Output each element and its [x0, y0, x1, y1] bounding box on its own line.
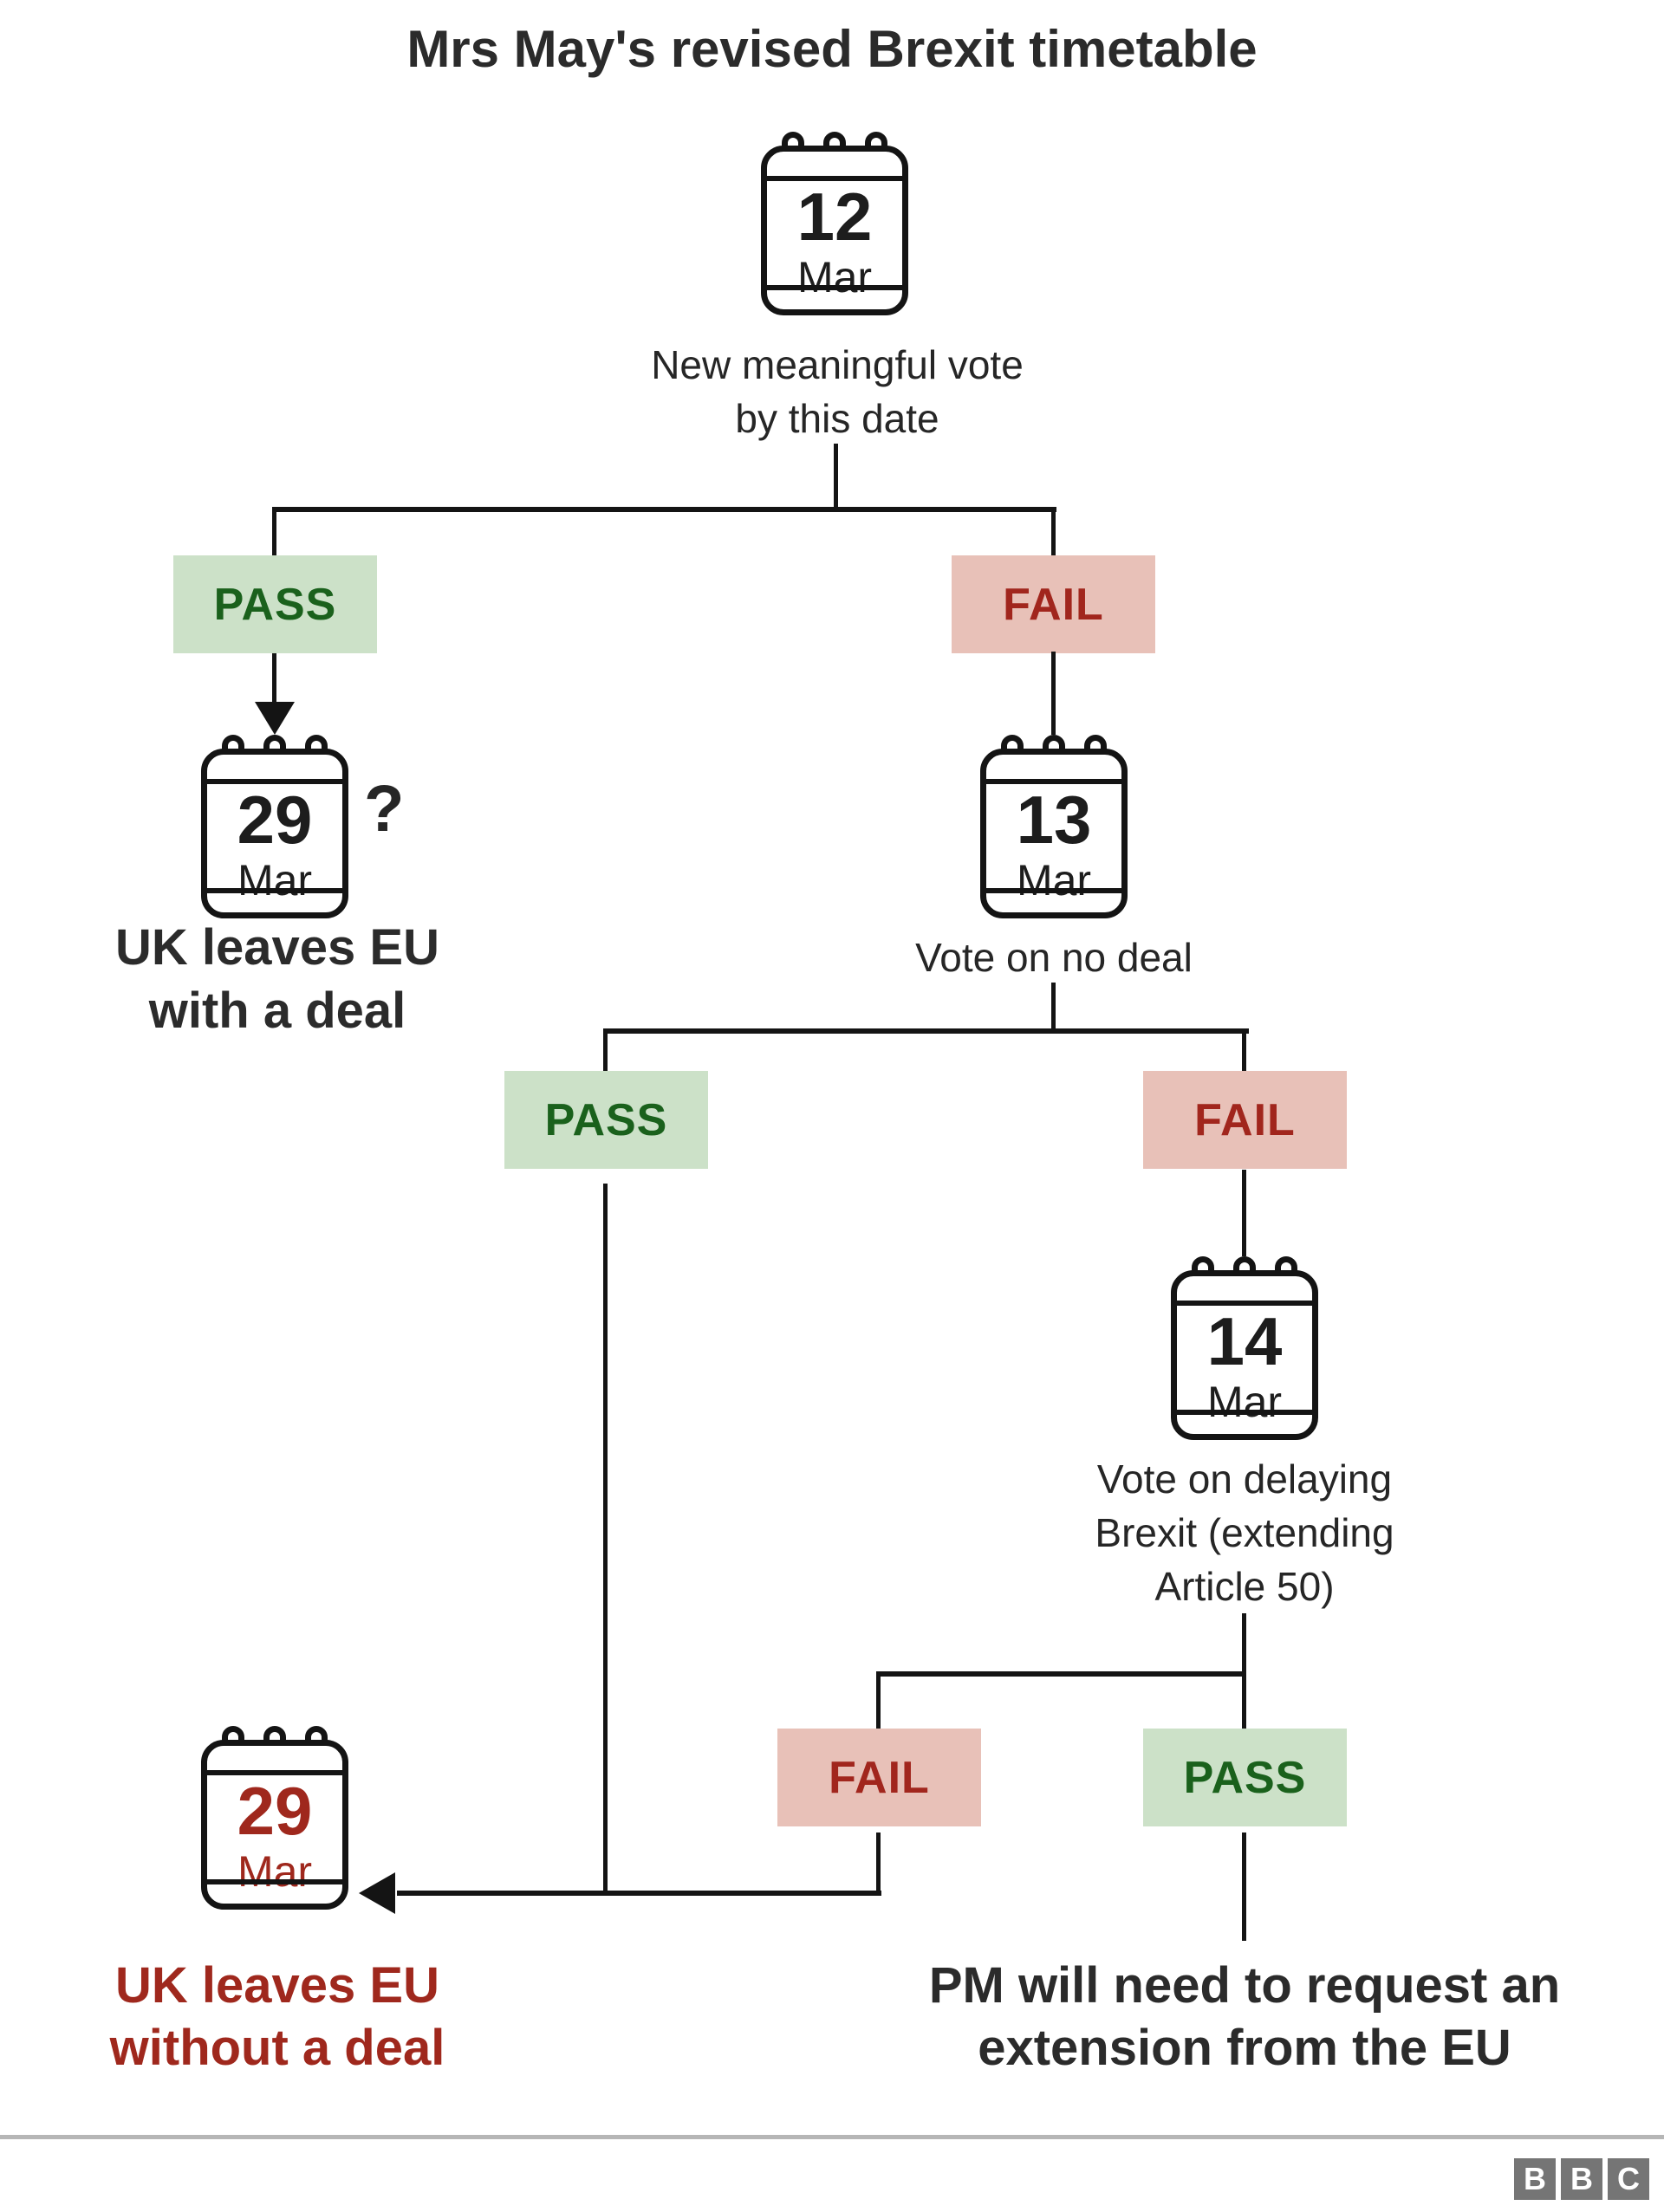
calendar-footer-line	[767, 285, 902, 290]
connector-root-vertical	[834, 444, 838, 509]
connector-fail2-drop	[1242, 1170, 1246, 1256]
calendar-page: 29 Mar	[201, 1740, 348, 1910]
question-mark: ?	[364, 772, 405, 846]
outcome-with-deal-line2: with a deal	[148, 983, 406, 1039]
calendar-footer-line	[986, 888, 1121, 893]
calendar-icon-12-mar: 12 Mar	[761, 132, 908, 315]
calendar-month: Mar	[1206, 1378, 1283, 1426]
calendar-day: 13	[1016, 782, 1092, 858]
calendar-header-line	[986, 779, 1121, 784]
footer-divider	[0, 2135, 1664, 2139]
calendar-icon-29-mar-no-deal: 29 Mar	[201, 1726, 348, 1910]
caption-meaningful-vote-line1: New meaningful vote	[651, 342, 1024, 387]
connector-branch1-horizontal	[272, 507, 1056, 512]
calendar-header-line	[207, 779, 342, 784]
connector-branch3-left-drop	[876, 1677, 881, 1729]
caption-no-deal-vote: Vote on no deal	[915, 935, 1193, 980]
down-arrow-icon	[255, 702, 295, 735]
caption-delay-line2: Brexit (extending	[1095, 1510, 1394, 1555]
outcome-no-deal-line1: UK leaves EU	[115, 1957, 439, 2014]
connector-branch1-left-drop	[272, 507, 276, 555]
calendar-month: Mar	[237, 856, 313, 905]
connector-branch2-left-drop	[603, 1034, 608, 1071]
caption-meaningful-vote-line2: by this date	[735, 396, 939, 441]
calendar-month: Mar	[796, 253, 873, 302]
connector-branch3-horizontal	[876, 1671, 1246, 1677]
outcome-extension-line1: PM will need to request an	[928, 1957, 1561, 2014]
connector-branch2-horizontal	[603, 1028, 1249, 1034]
calendar-page: 14 Mar	[1171, 1270, 1318, 1440]
connector-branch3-right-drop	[1242, 1677, 1246, 1729]
calendar-month: Mar	[237, 1847, 313, 1896]
outcome-no-deal-line2: without a deal	[109, 2020, 445, 2076]
connector-delay-vertical	[1242, 1613, 1246, 1671]
connector-fail3-drop	[876, 1833, 881, 1891]
bbc-logo: B B C	[1514, 2158, 1649, 2200]
connector-pass2-long-vertical	[603, 1184, 608, 1896]
calendar-page: 29 Mar	[201, 749, 348, 918]
connector-pass3-drop	[1242, 1833, 1246, 1941]
left-arrow-icon	[359, 1872, 395, 1914]
calendar-footer-line	[207, 1879, 342, 1884]
fail-badge-delay-vote: FAIL	[777, 1729, 981, 1826]
calendar-footer-line	[207, 888, 342, 893]
calendar-day: 14	[1206, 1303, 1283, 1379]
calendar-page: 13 Mar	[980, 749, 1128, 918]
calendar-month: Mar	[1016, 856, 1092, 905]
caption-delay-line3: Article 50)	[1154, 1564, 1335, 1609]
pass-badge-meaningful-vote: PASS	[173, 555, 377, 653]
pass-badge-delay-vote: PASS	[1143, 1729, 1347, 1826]
calendar-footer-line	[1177, 1410, 1312, 1415]
connector-branch2-right-drop	[1242, 1034, 1246, 1071]
calendar-header-line	[1177, 1301, 1312, 1306]
page-title: Mrs May's revised Brexit timetable	[406, 20, 1258, 78]
calendar-header-line	[207, 1770, 342, 1775]
connector-branch1-right-drop	[1051, 507, 1056, 555]
bbc-logo-letter: B	[1514, 2158, 1556, 2200]
calendar-icon-14-mar: 14 Mar	[1171, 1256, 1318, 1440]
calendar-day: 29	[237, 1773, 313, 1849]
outcome-with-deal-line1: UK leaves EU	[115, 919, 439, 976]
calendar-day: 12	[796, 178, 873, 255]
calendar-icon-13-mar: 13 Mar	[980, 735, 1128, 918]
connector-no-deal-vertical	[1051, 983, 1056, 1034]
bbc-logo-letter: B	[1561, 2158, 1602, 2200]
caption-delay-line1: Vote on delaying	[1096, 1456, 1393, 1502]
pass-badge-no-deal-vote: PASS	[504, 1071, 708, 1169]
connector-pass1-arrow-shaft	[272, 653, 276, 704]
outcome-extension-line2: extension from the EU	[978, 2020, 1511, 2076]
calendar-day: 29	[237, 782, 313, 858]
calendar-icon-29-mar-deal: 29 Mar	[201, 735, 348, 918]
calendar-page: 12 Mar	[761, 146, 908, 315]
fail-badge-meaningful-vote: FAIL	[952, 555, 1155, 653]
fail-badge-no-deal-vote: FAIL	[1143, 1071, 1347, 1169]
connector-no-deal-arrow-shaft	[397, 1891, 881, 1896]
calendar-header-line	[767, 176, 902, 181]
connector-fail1-drop	[1051, 652, 1056, 735]
bbc-logo-letter: C	[1608, 2158, 1649, 2200]
